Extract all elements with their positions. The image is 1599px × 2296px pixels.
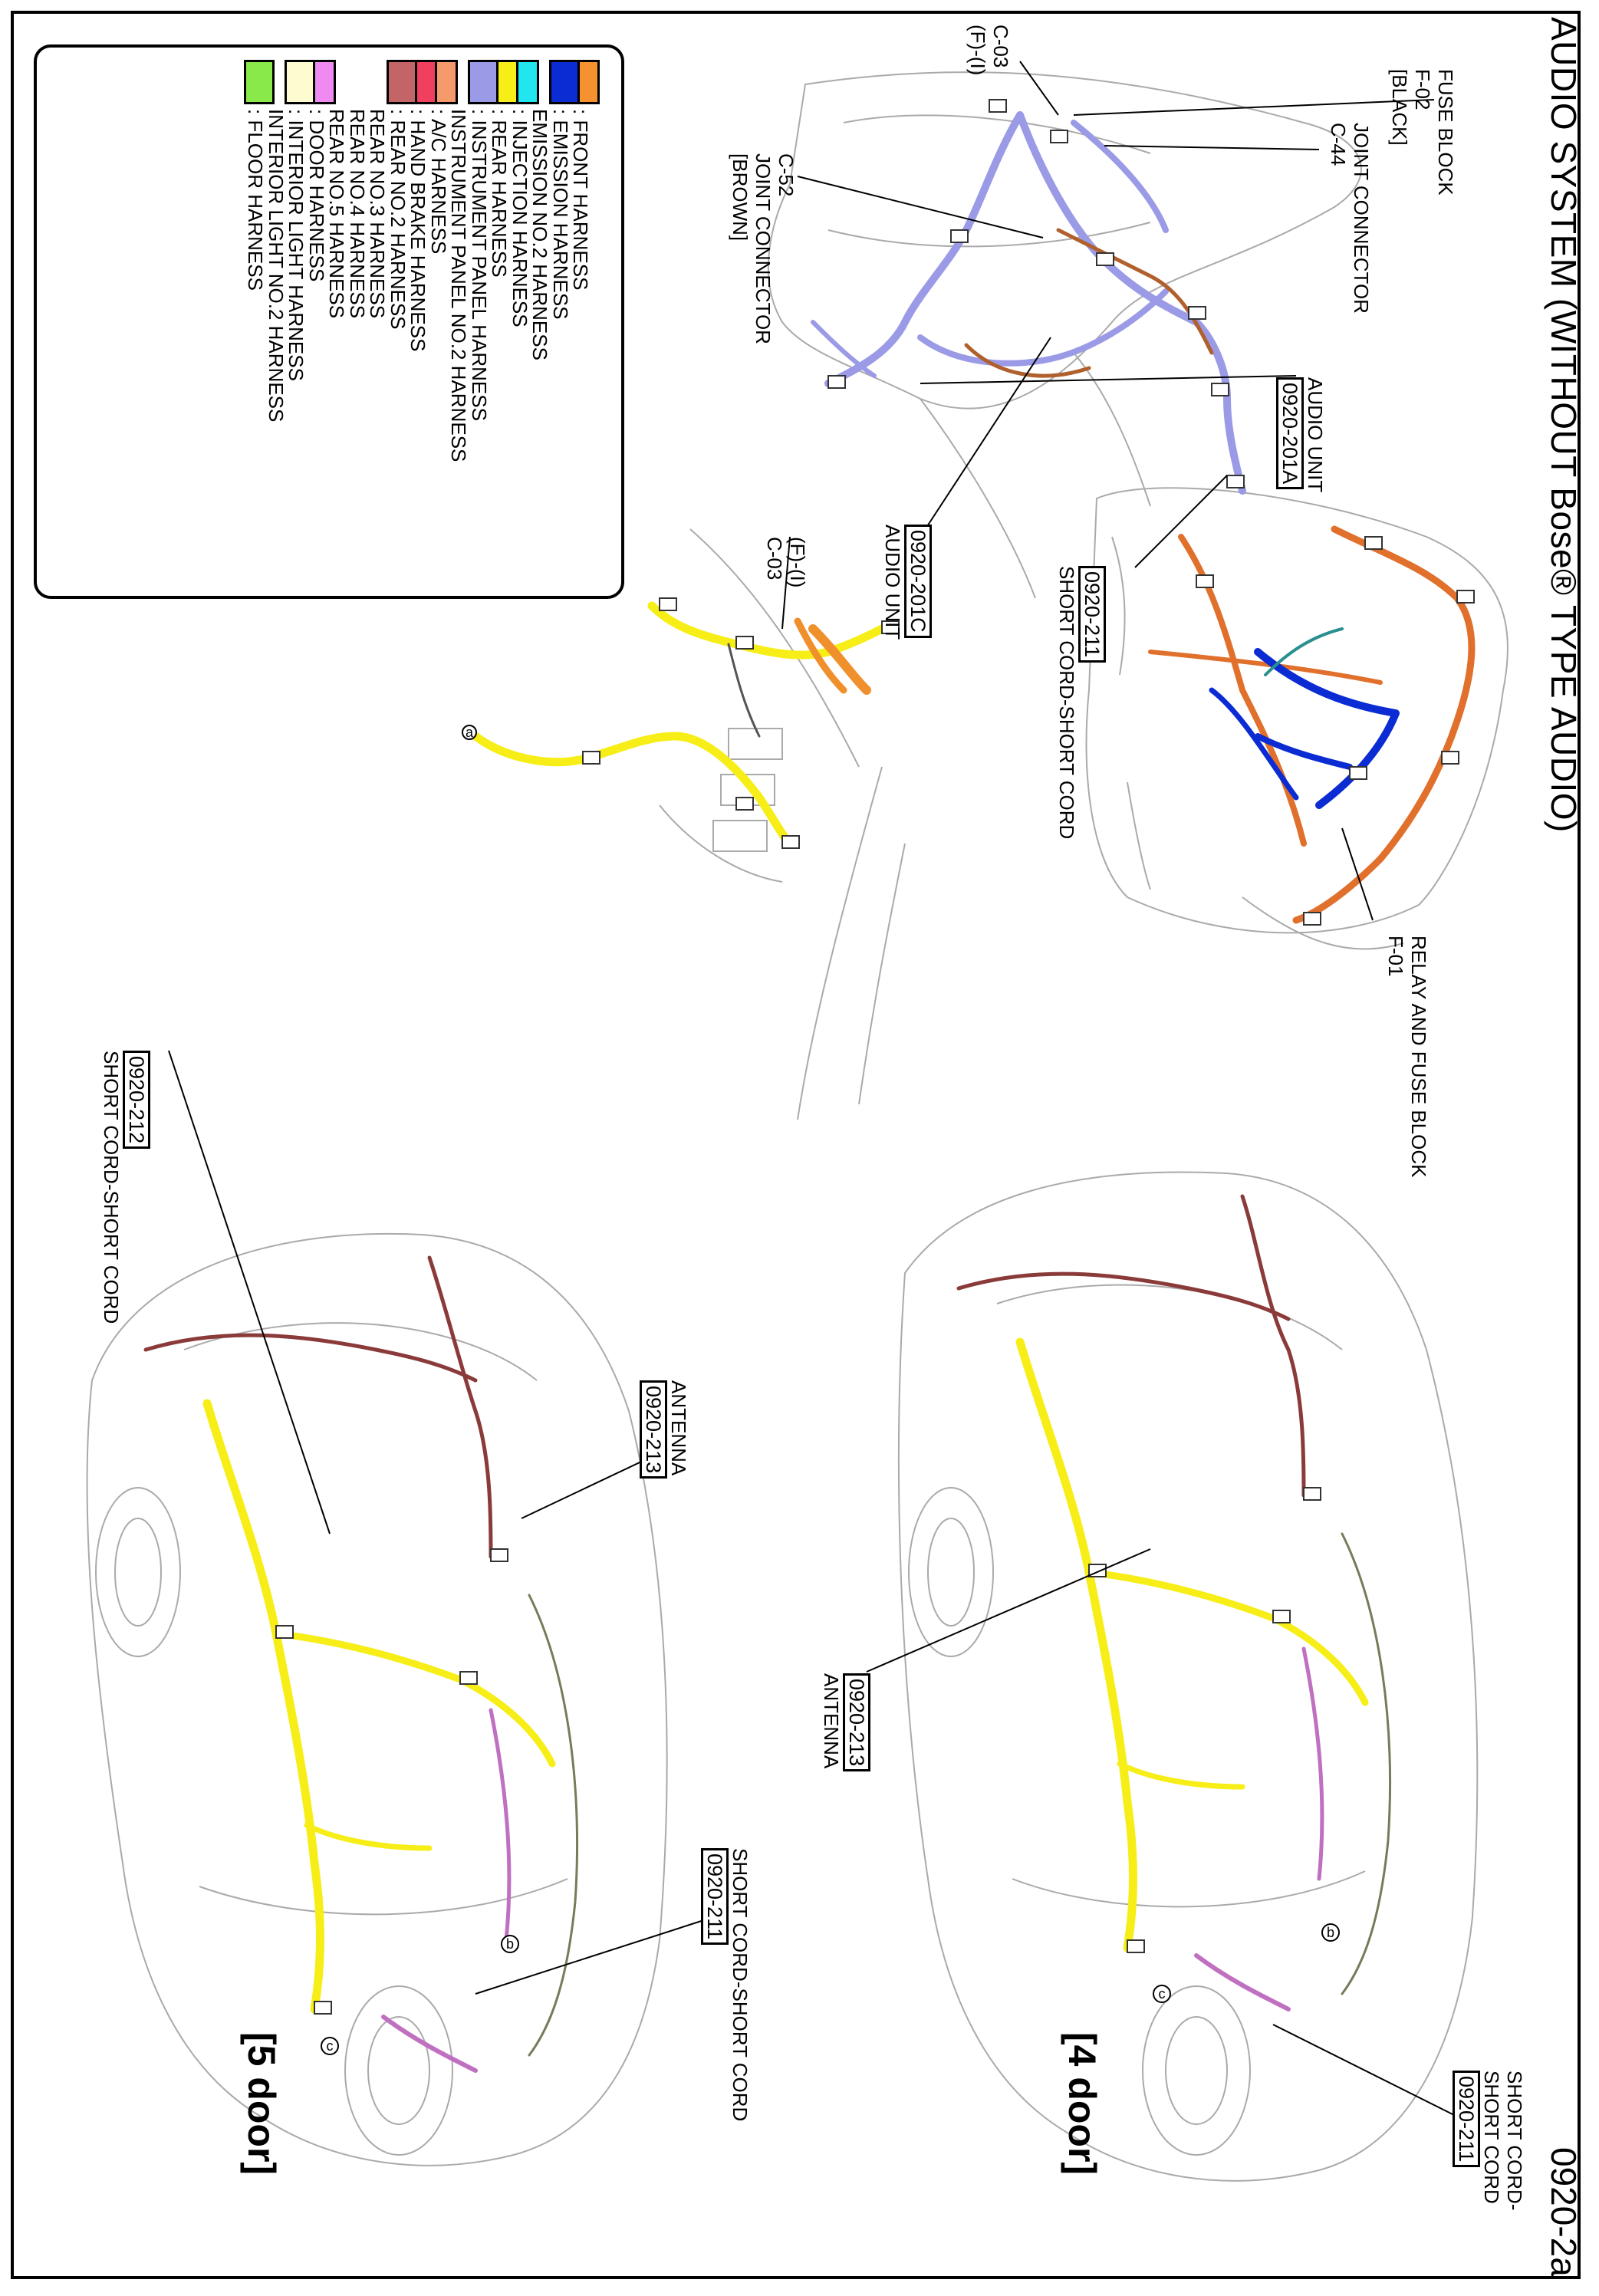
harness-routes (143, 111, 1476, 2073)
connectors (275, 99, 1475, 2015)
callout-audio-unit-a: AUDIO UNIT 0920-201A (1276, 377, 1327, 492)
label-4-door: [4 door] (1061, 2032, 1104, 2176)
callout-joint-c44: JOINT CONNECTOR C-44 (1327, 123, 1373, 314)
label-5-door: [5 door] (240, 2032, 283, 2176)
leader-lines (168, 61, 1458, 2117)
circle-markers: a b b c c (321, 725, 1340, 2055)
legend-swatch (548, 60, 580, 104)
marker-c-4door (1153, 1985, 1171, 2003)
legend-swatch (244, 60, 275, 104)
marker-c-4door-label: c (1159, 1986, 1166, 2002)
callout-short-cord-211-5door: SHORT CORD-SHORT CORD 0920-211 (701, 1848, 752, 2121)
callout-short-cord-212: 0920-212 SHORT CORD-SHORT CORD (100, 1051, 150, 1324)
callout-c03-mid: (F)-(I) C-03 (763, 537, 809, 588)
callout-c03-top: C-03 (F)-(I) (966, 25, 1012, 76)
callout-antenna-5door: ANTENNA 0920-213 (640, 1380, 690, 1479)
callout-antenna-4door: 0920-213 ANTENNA (820, 1673, 870, 1772)
marker-b-4door (1321, 1923, 1340, 1942)
marker-c-5door (321, 2037, 339, 2055)
marker-b-5door (501, 1935, 519, 1953)
marker-c-5door-label: c (327, 2038, 334, 2054)
vehicle-outlines (86, 71, 1509, 2182)
callout-short-cord-211-4door: SHORT CORD- SHORT CORD 0920-211 (1453, 2071, 1526, 2211)
marker-b-4door-label: b (1327, 1925, 1334, 1940)
callout-joint-c52: C-52 JOINT CONNECTOR [BROWN] (729, 153, 798, 344)
callout-relay-fuse-block: RELAY AND FUSE BLOCK F-01 (1384, 936, 1430, 1178)
callout-fuse-block: FUSE BLOCK F-02 [BLACK] (1388, 69, 1457, 196)
legend-swatch (285, 60, 315, 104)
marker-b-5door-label: b (506, 1936, 514, 1952)
page-frame (11, 11, 1581, 2279)
legend-swatch (386, 60, 417, 104)
callout-short-cord-211-top: 0920-211 SHORT CORD-SHORT CORD (1055, 566, 1106, 839)
marker-a-top-label: a (466, 725, 474, 740)
callout-audio-unit-c: 0920-201C AUDIO UNIT (881, 525, 932, 640)
legend-swatch (467, 60, 498, 104)
marker-a-top (462, 725, 477, 740)
